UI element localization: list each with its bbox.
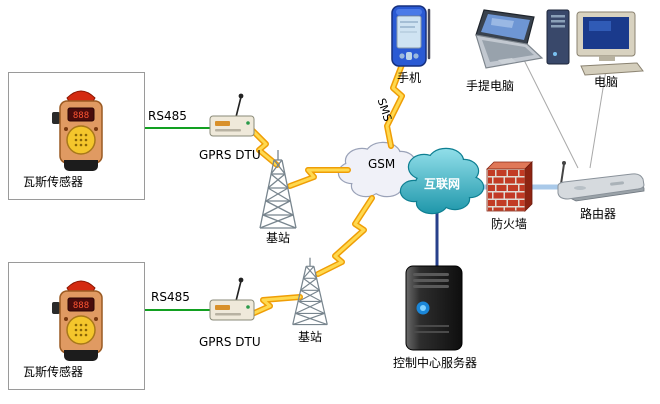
firewall-label: 防火墙 [491,217,528,231]
firewall-icon [484,155,534,213]
lightning-bolt-gsm-station2 [315,195,375,277]
router-desktop-line [589,69,607,169]
control-server-icon [400,263,468,353]
desktop-pc-icon [543,4,645,76]
base-station-tower-icon-bottom [287,256,333,328]
gas-sensor-label-bottom: 瓦斯传感器 [23,365,84,379]
svg-text:888: 888 [73,111,89,121]
lightning-bolt-sms [384,59,406,149]
lightning-bolt-dtu2-station2 [249,294,303,317]
gsm-cloud-label: GSM [368,157,396,171]
lightning-bolt-dtu1-station1 [249,127,280,168]
laptop-label: 手提电脑 [466,79,515,93]
gas-sensor-icon-top: 888 [50,84,112,174]
gprs-dtu-label-top: GPRS DTU [199,148,261,162]
rs485-label-bottom: RS485 [151,290,190,304]
mobile-phone-icon [388,4,434,68]
router-label: 路由器 [580,207,617,221]
mobile-phone-label: 手机 [397,71,422,85]
base-station-label-top: 基站 [266,231,291,245]
control-server-label: 控制中心服务器 [393,356,478,370]
router-icon [550,158,648,206]
gas-sensor-label-top: 瓦斯传感器 [23,175,84,189]
gprs-dtu-label-bottom: GPRS DTU [199,335,261,349]
gprs-dtu-icon-bottom [206,276,258,326]
gas-sensor-icon-bottom: 888 [50,274,112,364]
base-station-label-bottom: 基站 [298,330,323,344]
internet-cloud-label: 互联网 [424,177,461,191]
laptop-icon [462,8,546,72]
svg-text:888: 888 [73,301,89,311]
rs485-label-top: RS485 [148,109,187,123]
gprs-dtu-icon-top [206,92,258,142]
lightning-bolt-station1-gsm [287,167,351,189]
desktop-pc-label: 电脑 [594,75,619,89]
router-laptop-line [523,59,579,169]
base-station-tower-icon-top [254,148,302,232]
